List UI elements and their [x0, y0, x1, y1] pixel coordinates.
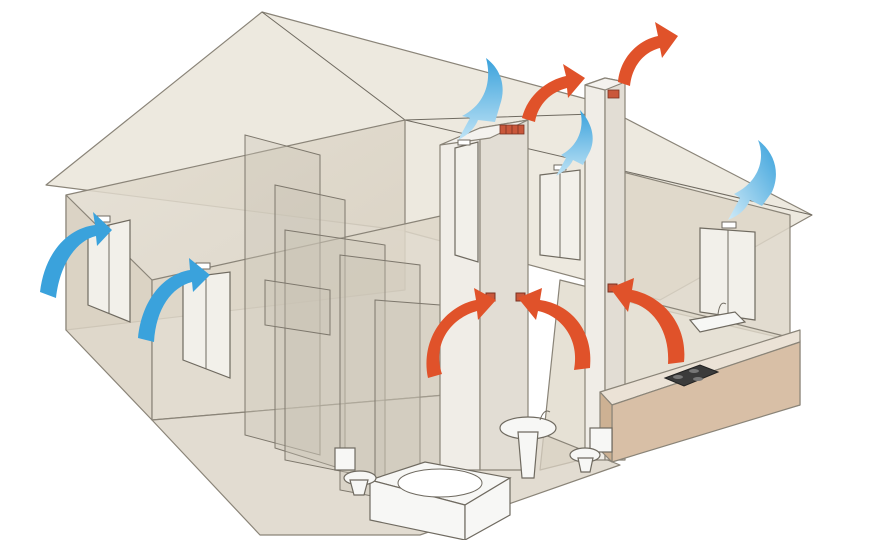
- exhaust-air-arrow-kitchen: [610, 278, 685, 364]
- roof-vent-grille-right: [607, 89, 620, 99]
- fresh-air-arrow-roof-left: [458, 58, 503, 140]
- fresh-air-arrow-roof-middle: [556, 110, 593, 176]
- exhaust-air-arrow-toilet: [518, 288, 591, 370]
- window-left-1: [87, 215, 131, 323]
- wash-basin: [499, 410, 557, 479]
- stove-top: [663, 364, 720, 387]
- window-upper-middle: [454, 139, 479, 263]
- window-right: [699, 221, 756, 321]
- exhaust-air-arrow-roof-left: [522, 64, 585, 122]
- exhaust-air-arrow-roof-right: [618, 22, 678, 86]
- interior-partitions: [244, 134, 441, 521]
- window-upper-right: [539, 164, 581, 261]
- toilet-left: [334, 447, 377, 496]
- fresh-air-arrow-window-left-2: [138, 258, 210, 342]
- toilet-right: [569, 427, 613, 473]
- fresh-air-arrow-roof-right: [728, 140, 776, 220]
- kitchen-sink: [688, 302, 747, 333]
- bathtub: [367, 461, 512, 540]
- exhaust-air-arrow-bathroom: [426, 288, 496, 378]
- fresh-air-arrow-window-left-1: [40, 212, 112, 298]
- window-left-2: [182, 262, 231, 379]
